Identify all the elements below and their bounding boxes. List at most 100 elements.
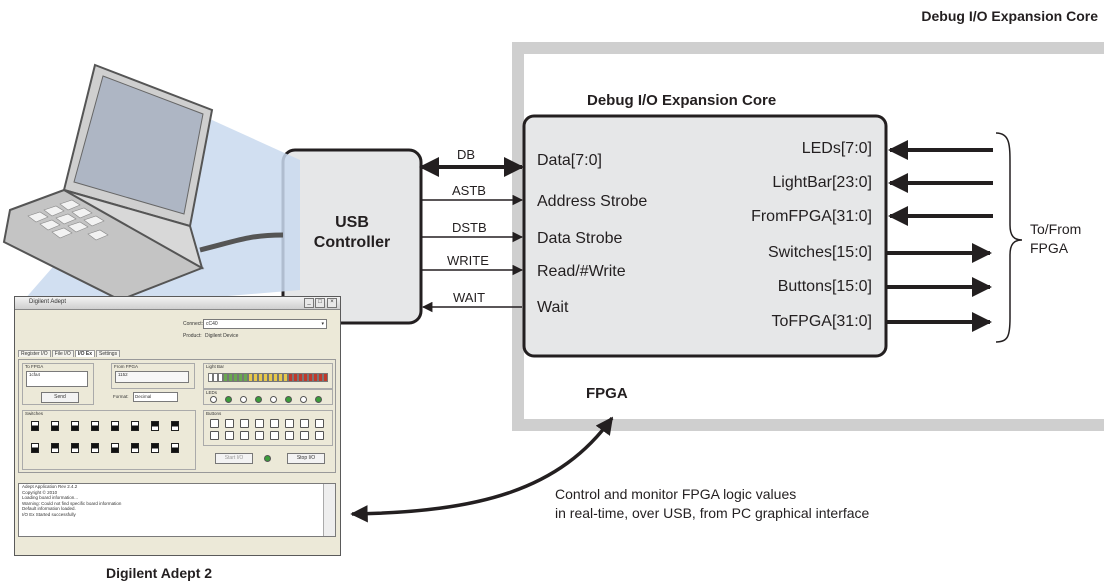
push-button[interactable] (315, 431, 324, 440)
lightbar-segment (288, 373, 293, 382)
switch-toggle[interactable] (71, 421, 79, 431)
from-fpga-value: 1152 (118, 372, 128, 377)
caption-line1: Control and monitor FPGA logic values (555, 486, 797, 502)
close-icon[interactable]: × (327, 298, 337, 308)
buttons-label: Buttons (206, 411, 222, 416)
lightbar-label: Light Bar (206, 364, 225, 369)
port-read-write: Read/#Write (537, 263, 626, 280)
push-button[interactable] (270, 431, 279, 440)
port-buttons: Buttons[15:0] (777, 278, 872, 295)
stop-io-button[interactable]: Stop I/O (287, 453, 325, 464)
led-indicator (270, 396, 277, 403)
push-button[interactable] (225, 431, 234, 440)
connect-value: cC40 (206, 321, 218, 327)
switch-toggle[interactable] (111, 421, 119, 431)
switch-toggle[interactable] (71, 443, 79, 453)
adept-title: Digilent Adept (29, 299, 67, 305)
push-button[interactable] (240, 419, 249, 428)
switch-toggle[interactable] (151, 421, 159, 431)
signal-wait: WAIT (453, 290, 486, 305)
push-button[interactable] (285, 431, 294, 440)
lightbar-segment (313, 373, 318, 382)
port-leds: LEDs[7:0] (801, 140, 872, 157)
led-indicator (285, 396, 292, 403)
port-address-strobe: Address Strobe (537, 193, 648, 210)
signal-astb: ASTB (452, 183, 486, 198)
switch-toggle[interactable] (91, 443, 99, 453)
push-button[interactable] (240, 431, 249, 440)
io-ex-panel: To FPGA 1cfa4 Send From FPGA 1152 Format… (18, 359, 336, 473)
log-line: Warning: Could not find specific board i… (22, 500, 122, 506)
header-title: Debug I/O Expansion Core (921, 8, 1098, 24)
chevron-down-icon: ▾ (321, 321, 324, 327)
port-data-strobe: Data Strobe (537, 230, 623, 247)
switch-toggle[interactable] (31, 421, 39, 431)
minimize-icon[interactable]: _ (304, 298, 314, 308)
port-lightbar: LightBar[23:0] (772, 174, 872, 191)
to-fpga-input[interactable]: 1cfa4 (26, 371, 88, 387)
product-value: Digilent Device (205, 333, 239, 339)
control-arrow (350, 416, 614, 523)
lightbar-segment (213, 373, 218, 382)
push-button[interactable] (300, 431, 309, 440)
status-log[interactable]: Adept Application Rev 2.4.2 Copyright © … (18, 483, 336, 537)
push-button[interactable] (285, 419, 294, 428)
signal-write: WRITE (447, 253, 489, 268)
port-fromfpga: FromFPGA[31:0] (751, 208, 872, 225)
led-indicator (315, 396, 322, 403)
caption-line2: in real-time, over USB, from PC graphica… (555, 505, 870, 521)
from-fpga-label: From FPGA (114, 364, 139, 369)
leds-label: LEDs (206, 390, 218, 395)
push-button[interactable] (255, 419, 264, 428)
tab-register-io[interactable]: Register I/O (18, 350, 51, 357)
push-button[interactable] (255, 431, 264, 440)
lightbar-segment (253, 373, 258, 382)
lightbar-segment (218, 373, 223, 382)
push-button[interactable] (315, 419, 324, 428)
port-wait: Wait (537, 299, 569, 316)
send-button[interactable]: Send (41, 392, 79, 403)
switch-toggle[interactable] (51, 421, 59, 431)
led-indicator (225, 396, 232, 403)
led-indicator (300, 396, 307, 403)
log-scrollbar[interactable] (323, 484, 335, 536)
lightbar-segment (283, 373, 288, 382)
log-line: Adept Application Rev 2.4.2 (22, 484, 78, 489)
switches-label: Switches (25, 411, 44, 416)
lightbar-segment (238, 373, 243, 382)
tab-io-ex[interactable]: I/O Ex (74, 350, 95, 357)
port-switches: Switches[15:0] (767, 244, 872, 261)
push-button[interactable] (300, 419, 309, 428)
to-from-brace (995, 132, 1023, 343)
push-button[interactable] (210, 431, 219, 440)
push-button[interactable] (210, 419, 219, 428)
switch-toggle[interactable] (131, 443, 139, 453)
buttons-group: Buttons (203, 410, 333, 446)
maximize-icon[interactable]: □ (315, 298, 325, 308)
switch-toggle[interactable] (91, 421, 99, 431)
led-indicator (210, 396, 217, 403)
switch-toggle[interactable] (51, 443, 59, 453)
switch-toggle[interactable] (111, 443, 119, 453)
push-button[interactable] (225, 419, 234, 428)
to-from-line1: To/From (1030, 221, 1082, 237)
connect-select[interactable]: cC40 ▾ (203, 319, 327, 329)
switch-toggle[interactable] (171, 443, 179, 453)
lightbar-segment (318, 373, 323, 382)
lightbar-segment (303, 373, 308, 382)
format-select[interactable]: Decimal (133, 392, 178, 402)
tab-file-io[interactable]: File I/O (51, 350, 74, 357)
push-button[interactable] (270, 419, 279, 428)
led-indicator (240, 396, 247, 403)
start-io-button[interactable]: Start I/O (215, 453, 253, 464)
switch-toggle[interactable] (31, 443, 39, 453)
switch-toggle[interactable] (131, 421, 139, 431)
tab-settings[interactable]: Settings (96, 350, 121, 357)
lightbar-segment (323, 373, 328, 382)
lightbar-segment (263, 373, 268, 382)
adept-window: Digilent Adept _ □ × Connect: cC40 ▾ Pro… (14, 296, 341, 556)
switch-toggle[interactable] (151, 443, 159, 453)
switch-toggle[interactable] (171, 421, 179, 431)
lightbar-segment (223, 373, 228, 382)
